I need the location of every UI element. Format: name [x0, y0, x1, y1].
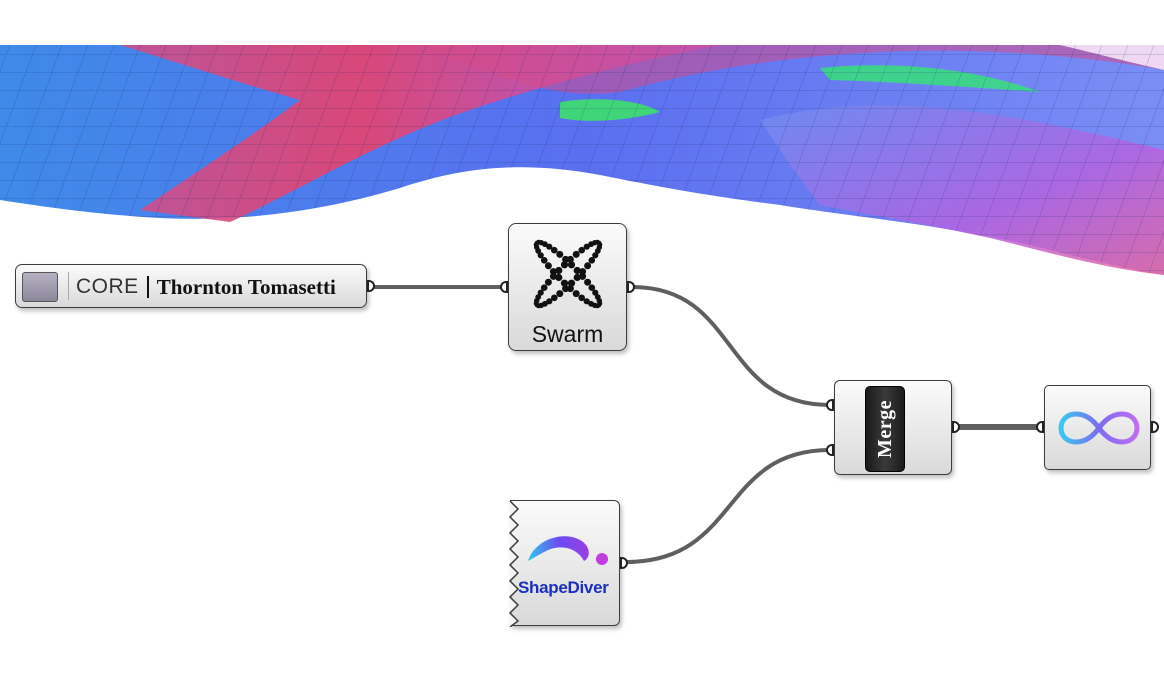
- core-logo: CORE Thornton Tomasetti: [76, 274, 336, 300]
- swarm-dot: [546, 243, 553, 250]
- swarm-dot: [542, 241, 548, 248]
- swarm-dot: [592, 252, 599, 259]
- swarm-dot: [573, 266, 581, 275]
- swarm-dot: [588, 284, 596, 291]
- swarm-component[interactable]: Swarm: [500, 223, 635, 351]
- swarm-dot: [544, 262, 552, 270]
- swarm-dot: [546, 298, 553, 305]
- swarm-dot: [584, 262, 592, 270]
- swarm-dot: [555, 273, 563, 282]
- swarm-dot: [562, 255, 570, 263]
- swarm-dot: [578, 294, 585, 302]
- swarm-dot: [597, 300, 603, 306]
- swarm-dot: [567, 261, 576, 269]
- swarm-dot: [583, 298, 590, 305]
- wire-swarm-to-merge: [631, 285, 831, 407]
- swarm-dot: [583, 243, 590, 250]
- swarm-dot: [549, 272, 557, 280]
- swarm-dot: [592, 289, 599, 296]
- swarm-dot: [544, 278, 552, 286]
- swarm-dot: [560, 279, 569, 287]
- swarm-dot: [588, 300, 594, 307]
- swarm-dot: [535, 294, 542, 300]
- swarm-icon: [533, 239, 603, 309]
- shapediver-output-grip[interactable]: [620, 557, 628, 569]
- swarm-dot: [584, 278, 592, 286]
- swarm-dot: [556, 290, 564, 298]
- core-output-grip[interactable]: [367, 280, 375, 292]
- shapediver-zigzag-edge: [508, 501, 520, 627]
- swarm-dot: [566, 255, 574, 263]
- swarm-dot: [566, 285, 574, 293]
- shapediver-component[interactable]: ShapeDiver: [508, 500, 628, 627]
- core-logo-bar: [146, 276, 149, 298]
- swarm-output-grip[interactable]: [627, 281, 635, 293]
- swarm-dot: [551, 246, 558, 254]
- swarm-dot: [556, 250, 564, 258]
- swarm-dot: [562, 285, 570, 293]
- shapediver-label: ShapeDiver: [518, 578, 609, 597]
- swarm-dot: [540, 284, 548, 291]
- merge-label: Merge: [873, 399, 896, 458]
- swarm-dot: [555, 266, 563, 275]
- swarm-dot: [594, 248, 601, 254]
- banner-surface-image: [0, 45, 1164, 275]
- swarm-dot: [560, 261, 569, 269]
- swarm-dot: [572, 250, 580, 258]
- merge-component[interactable]: Merge: [826, 380, 960, 475]
- swarm-dot: [537, 289, 544, 296]
- swarm-dot: [573, 273, 581, 282]
- swarm-dot: [579, 268, 587, 276]
- shapediver-logo: [528, 536, 608, 565]
- swarm-dot: [588, 257, 596, 264]
- core-color-swatch: [22, 272, 58, 302]
- wire-shapediver-to-merge: [625, 448, 831, 564]
- infinity-icon: [1058, 411, 1140, 445]
- swarm-dot: [549, 268, 557, 276]
- swarm-input-grip[interactable]: [500, 281, 508, 293]
- core-divider: [68, 272, 69, 300]
- core-component[interactable]: CORE Thornton Tomasetti: [15, 264, 375, 308]
- core-label: CORE: [76, 275, 139, 298]
- infinity-input-grip[interactable]: [1036, 421, 1044, 433]
- swarm-dot: [567, 279, 576, 287]
- swarm-label: Swarm: [531, 321, 604, 347]
- infinity-output-grip[interactable]: [1151, 421, 1159, 433]
- merge-input-grip-a[interactable]: [826, 399, 834, 411]
- core-company-name: Thornton Tomasetti: [156, 274, 336, 299]
- swarm-dot: [594, 239, 600, 245]
- infinity-component[interactable]: [1036, 385, 1159, 470]
- merge-input-grip-b[interactable]: [826, 444, 834, 456]
- swarm-dot: [537, 252, 544, 259]
- swarm-dot: [572, 290, 580, 298]
- merge-label-plate: Merge: [865, 386, 905, 472]
- swarm-dot: [551, 294, 558, 302]
- swarm-dot: [578, 246, 585, 254]
- swarm-dot: [579, 272, 587, 280]
- swarm-dot: [540, 257, 548, 264]
- merge-output-grip[interactable]: [952, 421, 960, 433]
